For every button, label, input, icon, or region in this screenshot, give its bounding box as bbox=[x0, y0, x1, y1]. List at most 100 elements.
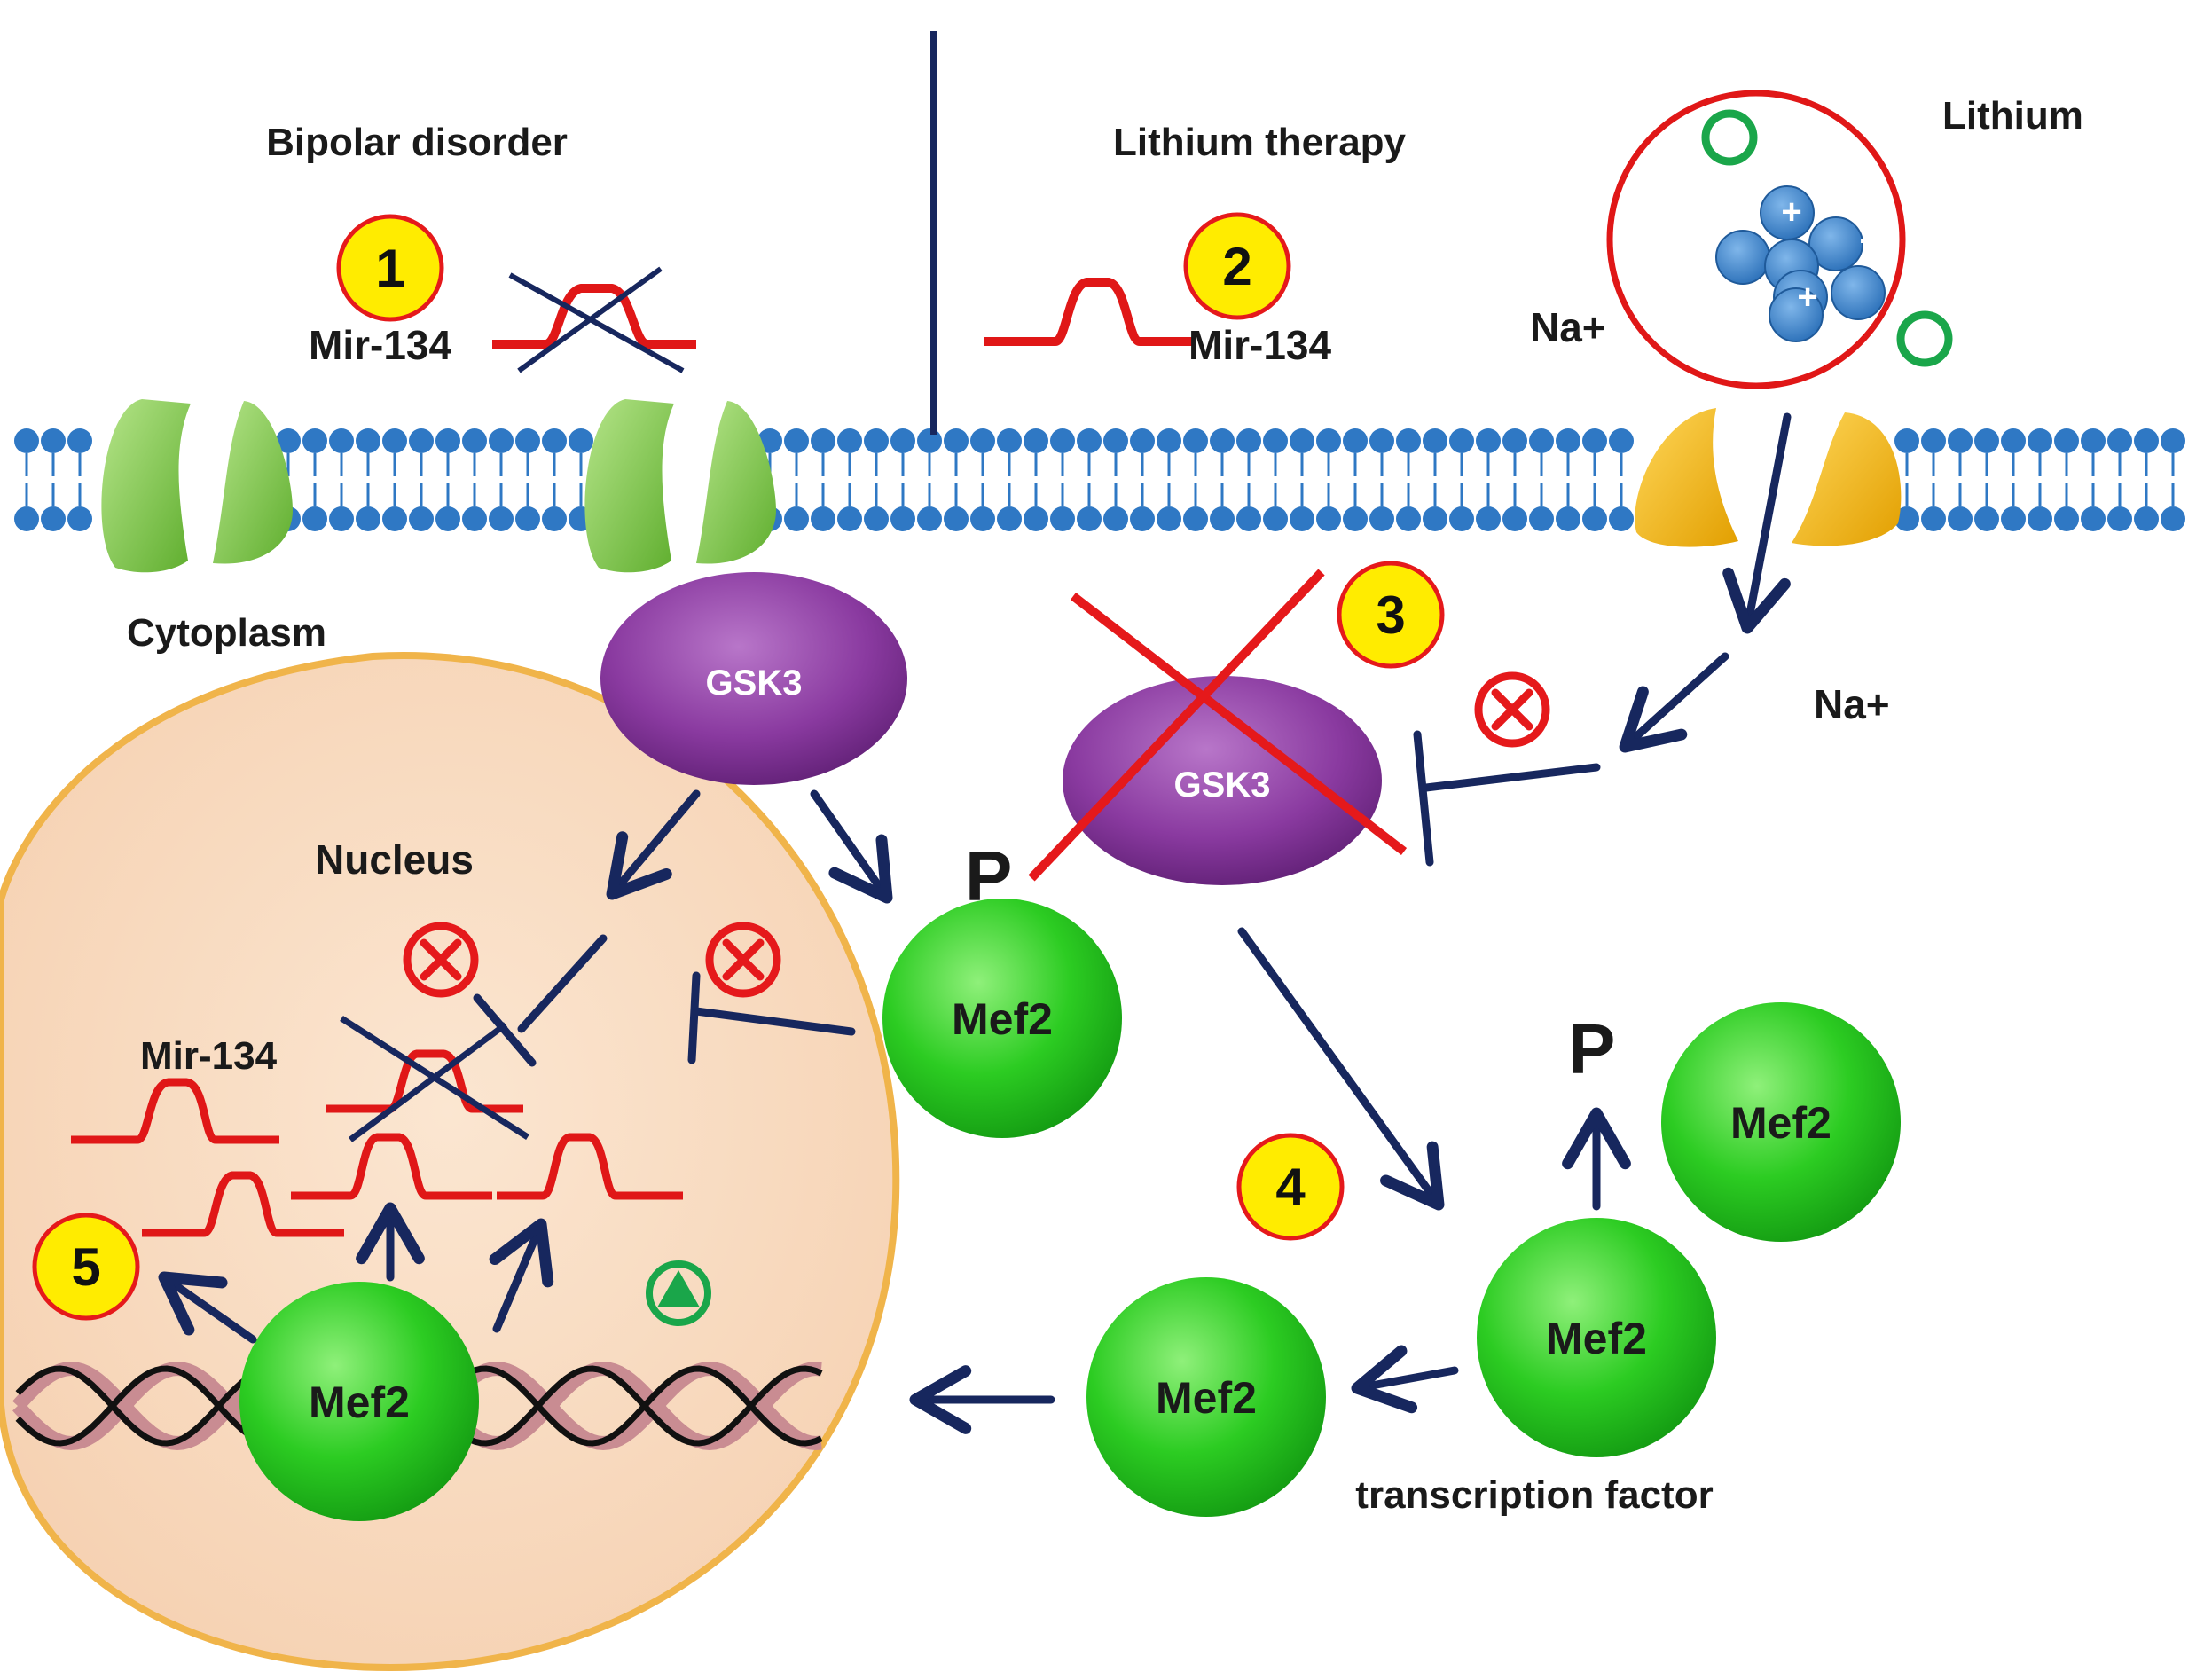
ion-charge: + bbox=[1781, 192, 1801, 232]
lipid-head bbox=[1582, 506, 1607, 531]
lipid-head bbox=[2028, 506, 2052, 531]
yellow-sodium-channel bbox=[1635, 408, 1902, 547]
inhibit-icon bbox=[1474, 671, 1550, 748]
lipid-head bbox=[382, 428, 407, 453]
arrow-gsk3-to-nucleus bbox=[606, 789, 701, 900]
arrow-tf-to-mef2 bbox=[1351, 1345, 1459, 1414]
sodium-label-top: Na+ bbox=[1530, 304, 1606, 350]
lipid-head bbox=[837, 506, 862, 531]
pore-icon bbox=[1896, 310, 1953, 367]
lipid-head bbox=[1948, 506, 1973, 531]
lipid-head bbox=[1529, 506, 1554, 531]
lipid-head bbox=[462, 506, 487, 531]
lipid-head bbox=[864, 506, 889, 531]
cross-out-icon bbox=[517, 266, 663, 373]
lipid-head bbox=[1157, 506, 1181, 531]
lipid-head bbox=[1582, 428, 1607, 453]
inhibit-lithium-gsk3 bbox=[1422, 763, 1601, 792]
lipid-head bbox=[2161, 506, 2185, 531]
green-channel-middle bbox=[584, 399, 776, 573]
mef2-transcription-factor: Mef2 bbox=[1477, 1218, 1716, 1457]
inhibit-gsk3-nucleus bbox=[517, 934, 608, 1033]
nucleus-mirna-cross bbox=[340, 1016, 529, 1142]
svg-text:Mef2: Mef2 bbox=[952, 994, 1053, 1044]
lipid-head bbox=[1609, 428, 1634, 453]
lipid-head bbox=[997, 506, 1022, 531]
gsk3-red-cross bbox=[1028, 569, 1408, 882]
svg-text:1: 1 bbox=[375, 239, 404, 298]
lipid-head bbox=[1210, 428, 1235, 453]
lipid-head bbox=[1396, 506, 1421, 531]
arrow-mef2-up-2 bbox=[489, 1218, 554, 1333]
lipid-head bbox=[1290, 506, 1314, 531]
inhibit-bar bbox=[687, 971, 701, 1064]
lipid-head bbox=[1050, 506, 1075, 531]
mir134-label-bipolar: Mir-134 bbox=[309, 322, 451, 368]
step-badge-4: 4 bbox=[1236, 1133, 1345, 1241]
lipid-head bbox=[1423, 428, 1447, 453]
inhibit-icon bbox=[403, 922, 479, 998]
lipid-head bbox=[1921, 506, 1946, 531]
lipid-head bbox=[41, 506, 66, 531]
lipid-head bbox=[382, 506, 407, 531]
lipid-head bbox=[41, 428, 66, 453]
inhibit-icon bbox=[705, 922, 781, 998]
arrow-to-transcription-factor bbox=[1237, 927, 1445, 1211]
mir134-hairpin-bipolar bbox=[492, 266, 696, 373]
bipolar-disorder-label: Bipolar disorder bbox=[266, 121, 568, 164]
ion-charge: + bbox=[1859, 222, 1879, 261]
nucleus-label: Nucleus bbox=[315, 836, 474, 883]
mir134-label-lithium: Mir-134 bbox=[1188, 322, 1331, 368]
arrow-lithium-to-block bbox=[1619, 652, 1729, 753]
lipid-head bbox=[302, 506, 327, 531]
cell-membrane bbox=[14, 428, 2185, 531]
lipid-head bbox=[1449, 506, 1474, 531]
svg-text:Mef2: Mef2 bbox=[1730, 1098, 1831, 1148]
inhibit-bar bbox=[1413, 730, 1434, 867]
inhibit-bar bbox=[473, 993, 537, 1067]
lipid-head bbox=[1103, 506, 1128, 531]
lipid-head bbox=[890, 506, 915, 531]
lipid-head bbox=[302, 428, 327, 453]
lipid-head bbox=[569, 428, 593, 453]
lipid-head bbox=[1077, 428, 1102, 453]
lipid-head bbox=[837, 428, 862, 453]
mir134-label-nucleus: Mir-134 bbox=[140, 1034, 278, 1078]
lipid-head bbox=[2028, 428, 2052, 453]
lipid-head bbox=[1449, 428, 1474, 453]
arrow-lithium-entry bbox=[1722, 412, 1792, 634]
lipid-head bbox=[1183, 428, 1208, 453]
lipid-head bbox=[1343, 506, 1368, 531]
transcription-factor-label: transcription factor bbox=[1355, 1473, 1713, 1517]
lipid-head bbox=[890, 428, 915, 453]
lipid-head bbox=[1263, 428, 1288, 453]
lipid-head bbox=[784, 506, 809, 531]
arrows bbox=[158, 412, 1792, 1434]
svg-text:Mef2: Mef2 bbox=[1546, 1314, 1647, 1363]
lipid-head bbox=[1609, 506, 1634, 531]
lipid-head bbox=[1476, 506, 1501, 531]
lipid-head bbox=[1130, 506, 1155, 531]
lithium-vesicle: + + + bbox=[1606, 90, 1953, 389]
lipid-head bbox=[14, 506, 39, 531]
inhibit-mef2-mirna bbox=[692, 1007, 856, 1036]
lipid-head bbox=[1183, 506, 1208, 531]
lipid-head bbox=[1529, 428, 1554, 453]
lithium-ion-cluster: + + + bbox=[1715, 185, 1886, 342]
lipid-head bbox=[1316, 428, 1341, 453]
lipid-head bbox=[462, 428, 487, 453]
lipid-head bbox=[1157, 428, 1181, 453]
lipid-head bbox=[356, 506, 380, 531]
lipid-head bbox=[489, 506, 514, 531]
lipid-head bbox=[944, 428, 969, 453]
lipid-head bbox=[542, 428, 567, 453]
lipid-head bbox=[1948, 428, 1973, 453]
lipid-head bbox=[2081, 506, 2106, 531]
mef2-translocating: Mef2 bbox=[1086, 1277, 1326, 1517]
lipid-head bbox=[329, 506, 354, 531]
nucleus bbox=[0, 652, 900, 1672]
lipid-head bbox=[409, 506, 434, 531]
lipid-head bbox=[1103, 428, 1128, 453]
lipid-head bbox=[515, 428, 540, 453]
